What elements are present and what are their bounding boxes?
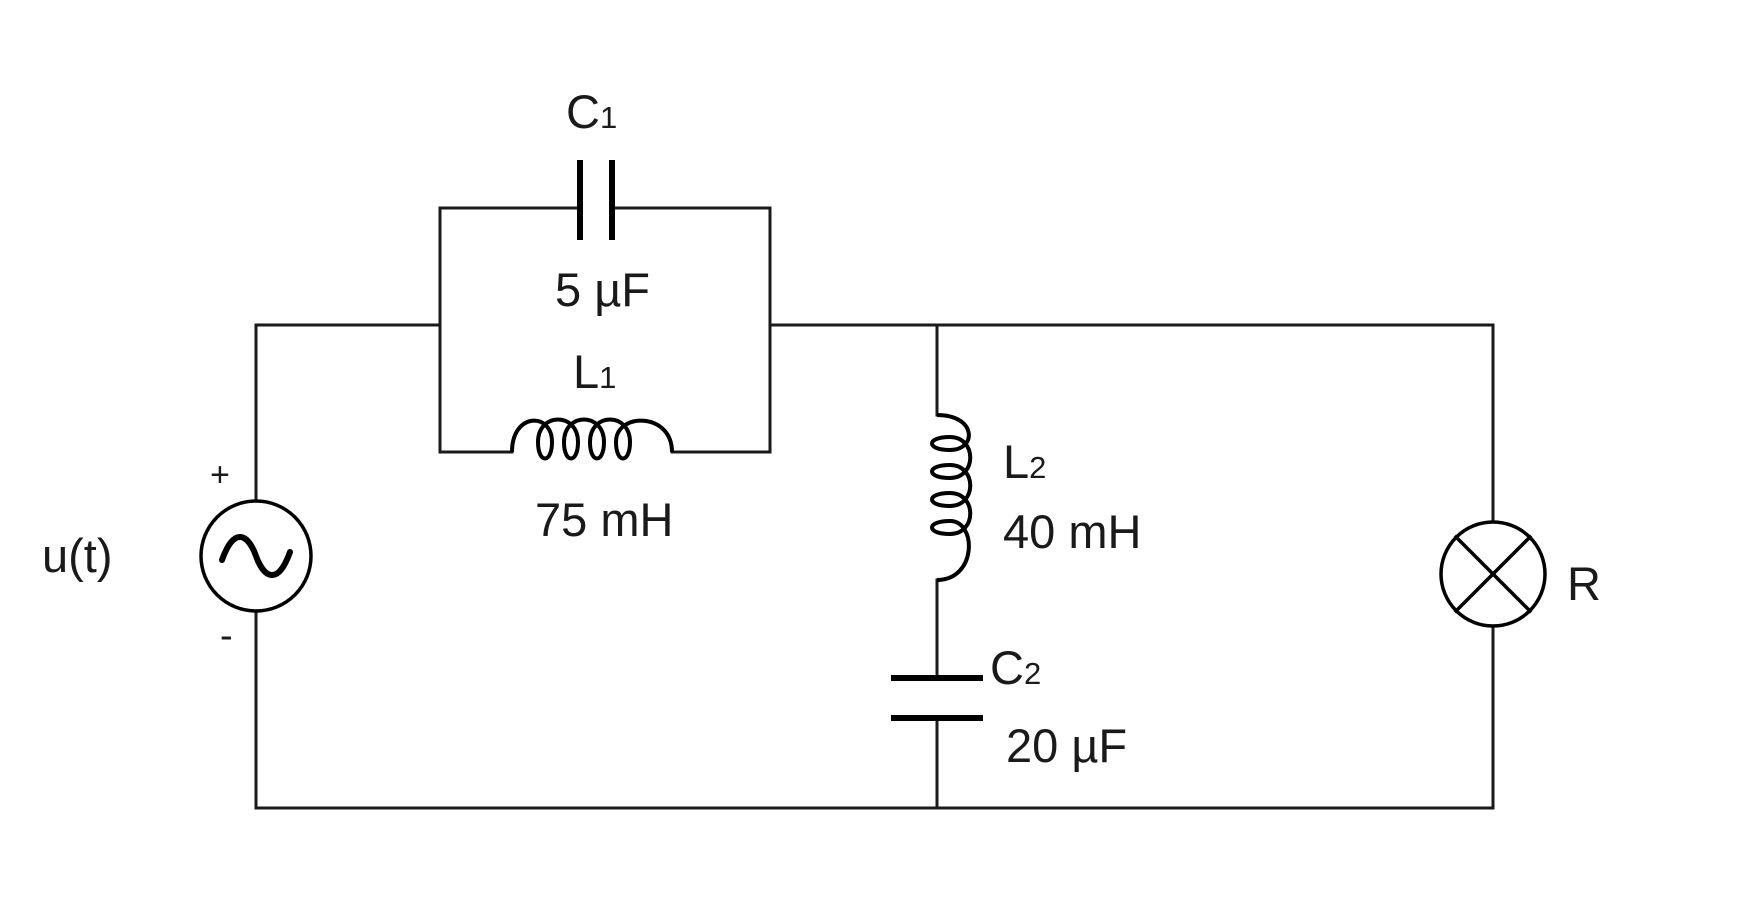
l2-value: 40 mH <box>1003 505 1141 558</box>
l2-index: 2 <box>1029 450 1046 485</box>
c2-index: 2 <box>1024 656 1041 691</box>
wire-left-bottom <box>254 608 1495 810</box>
source-plus-label: + <box>210 456 230 494</box>
c1-value: 5 µF <box>555 263 650 316</box>
ac-source <box>199 499 313 613</box>
c1-label: C1 <box>566 85 617 138</box>
inductor-icon <box>510 417 674 461</box>
inductor-icon <box>930 413 973 582</box>
capacitor-c1 <box>577 160 615 240</box>
c2-letter: C <box>990 641 1024 694</box>
source-label: u(t) <box>42 529 113 582</box>
source-minus-label: - <box>220 615 233 657</box>
l1-index: 1 <box>599 360 616 395</box>
wire-c1-left <box>438 206 582 454</box>
wires <box>254 206 1495 810</box>
l1-letter: L <box>573 345 599 398</box>
lamp <box>1439 520 1547 628</box>
sine-wave-icon <box>219 534 293 578</box>
l2-letter: L <box>1003 435 1029 488</box>
l1-value: 75 mH <box>535 493 673 546</box>
c1-letter: C <box>566 85 600 138</box>
l1-label: L1 <box>573 345 616 398</box>
l2-label: L2 <box>1003 435 1046 488</box>
wire-left-top <box>254 323 442 504</box>
c2-value: 20 µF <box>1006 719 1127 772</box>
c2-label: C2 <box>990 641 1041 694</box>
lamp-label: R <box>1567 557 1601 610</box>
wire-right-top <box>768 323 1495 524</box>
lamp-cross-icon <box>1453 534 1533 614</box>
c1-index: 1 <box>600 100 617 135</box>
wire-c1-right <box>610 206 772 454</box>
capacitor-c2 <box>891 675 983 721</box>
